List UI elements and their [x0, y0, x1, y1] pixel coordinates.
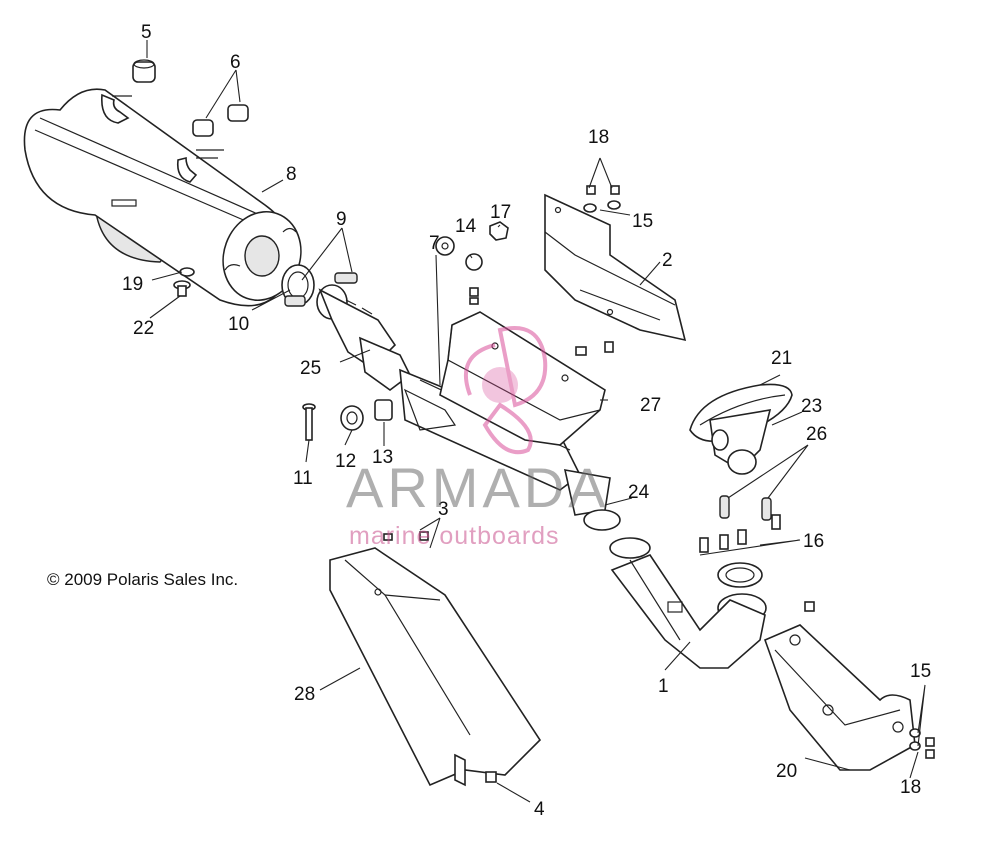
- callout-15-upper: 15: [632, 211, 653, 232]
- callout-15-lower: 15: [910, 661, 931, 682]
- coupler: [563, 469, 651, 559]
- spacer: [374, 399, 393, 421]
- heat-shield-lower: [763, 601, 935, 771]
- watermark-brand: ARMADA: [346, 456, 610, 519]
- springs-26: [719, 495, 772, 521]
- tail-pipe: [316, 284, 412, 391]
- callout-25: 25: [300, 358, 321, 379]
- leader-lines: [146, 40, 926, 803]
- muffler: [23, 88, 302, 307]
- nut: [489, 221, 509, 241]
- callout-18-upper: 18: [588, 127, 609, 148]
- callout-13: 13: [372, 447, 393, 468]
- callout-labels: 1 2 3 4 5 6 7 8 9 10 11 12 13 14 15 15 1…: [122, 22, 931, 820]
- washer-large: [435, 236, 455, 256]
- callout-23: 23: [801, 396, 822, 417]
- bolt-22: [173, 280, 191, 297]
- bushings: [192, 104, 249, 137]
- callout-3: 3: [438, 499, 449, 520]
- callout-20: 20: [776, 761, 797, 782]
- grommet: [132, 59, 156, 83]
- mounting-bracket: [544, 185, 687, 342]
- callout-19: 19: [122, 274, 143, 295]
- callout-16: 16: [803, 531, 824, 552]
- heat-shield-rear: [329, 531, 542, 787]
- copyright-notice: © 2009 Polaris Sales Inc.: [47, 570, 239, 589]
- callout-1: 1: [658, 676, 669, 697]
- callout-4: 4: [534, 799, 545, 820]
- washer-small: [465, 253, 483, 271]
- callout-24: 24: [628, 482, 650, 503]
- callout-9: 9: [336, 209, 347, 230]
- springs: [284, 272, 358, 307]
- head-pipe: [610, 554, 766, 669]
- watermark-tagline: marine outboards: [349, 522, 560, 550]
- bracket-clip: [179, 267, 195, 277]
- callout-7: 7: [429, 233, 440, 254]
- callout-18-lower: 18: [900, 777, 921, 798]
- callout-17: 17: [490, 202, 511, 223]
- callout-26: 26: [806, 424, 827, 445]
- callout-2: 2: [662, 250, 673, 271]
- small-bolts: [469, 287, 614, 356]
- bolts-16: [699, 514, 781, 553]
- callout-10: 10: [228, 314, 249, 335]
- callout-11: 11: [293, 468, 313, 489]
- heat-shield-upper: [403, 311, 606, 446]
- callout-14: 14: [455, 216, 477, 237]
- callout-5: 5: [141, 22, 152, 43]
- callout-27: 27: [640, 395, 661, 416]
- callout-22: 22: [133, 318, 154, 339]
- callout-6: 6: [230, 52, 241, 73]
- callout-12: 12: [335, 451, 356, 472]
- callout-21: 21: [771, 348, 792, 369]
- exhaust-manifold: [709, 409, 772, 475]
- callout-28: 28: [294, 684, 315, 705]
- watermark-logo-icon: [464, 326, 548, 455]
- callout-8: 8: [286, 164, 297, 185]
- washer: [340, 405, 364, 431]
- bolt: [302, 403, 316, 441]
